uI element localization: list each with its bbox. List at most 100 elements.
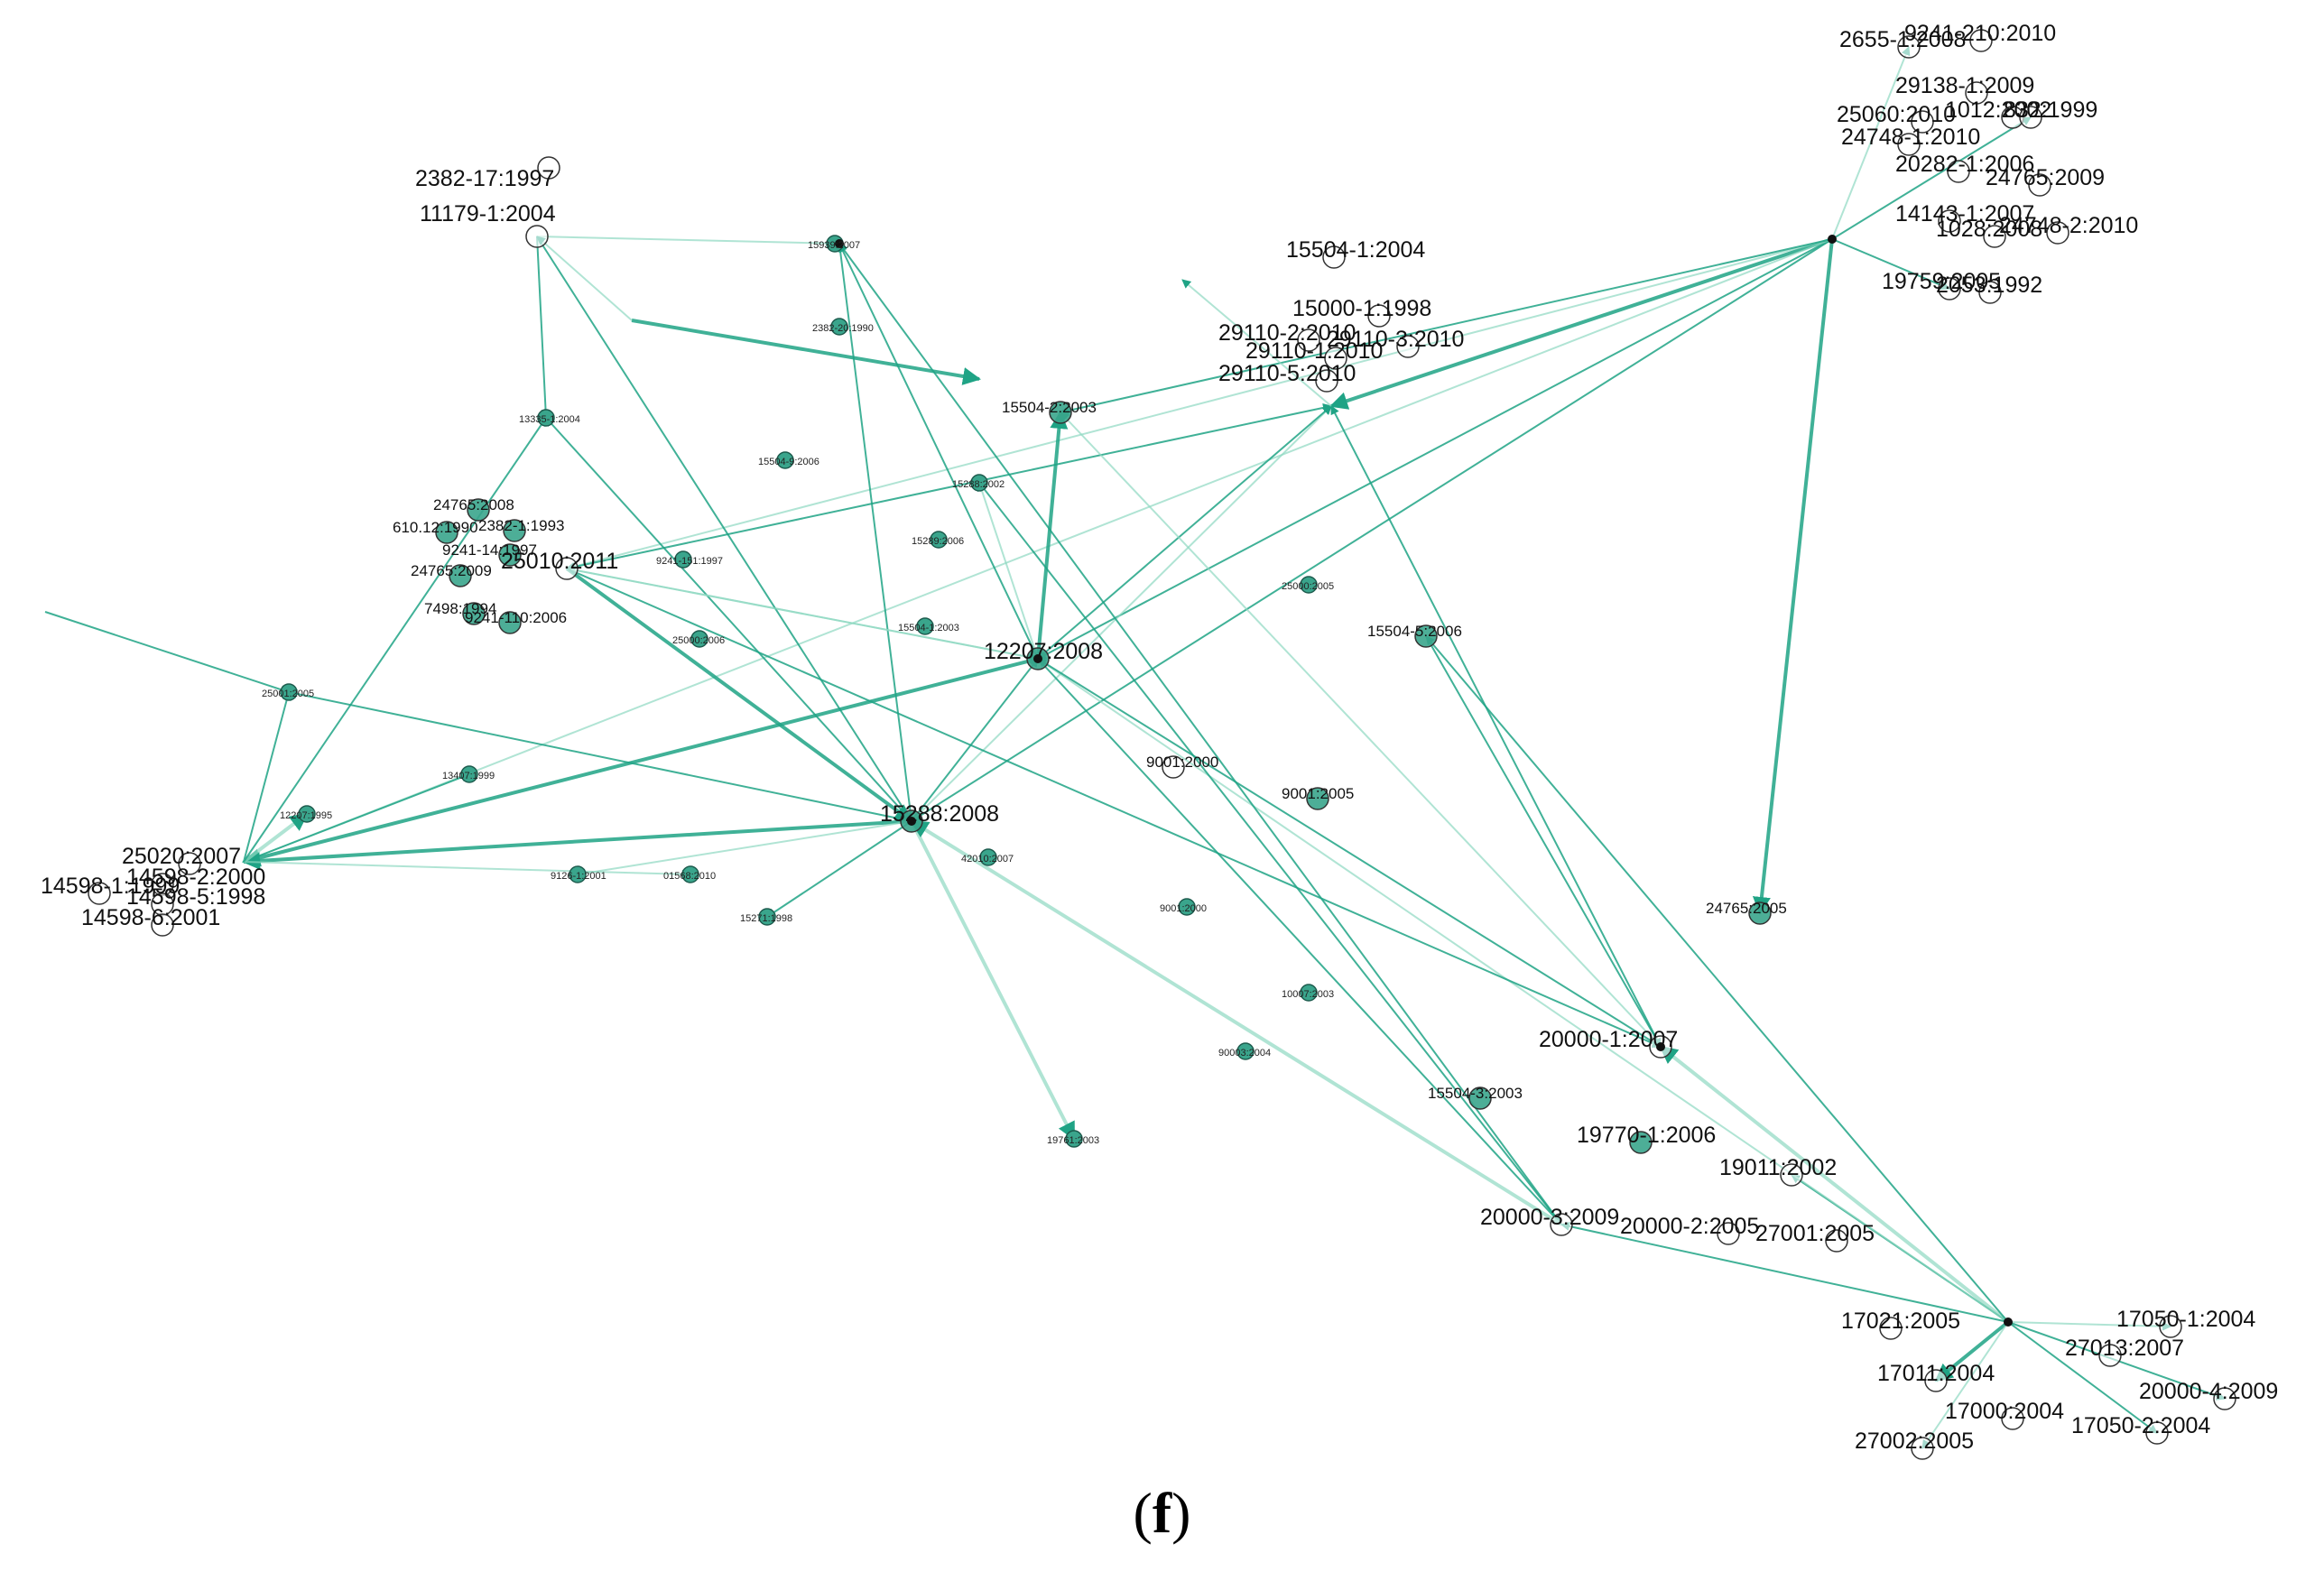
graph-node	[674, 550, 692, 569]
graph-edge	[243, 417, 547, 863]
graph-node	[569, 865, 587, 883]
node-label-small: 42010:2007	[961, 854, 1014, 864]
node-label: 25020:2007	[122, 844, 241, 869]
graph-node	[1315, 369, 1338, 393]
graph-node	[758, 908, 776, 926]
graph-node	[1049, 401, 1072, 424]
node-label: 27002:2005	[1855, 1428, 1974, 1454]
graph-node	[498, 543, 522, 567]
node-label-small: 13407:1999	[442, 771, 495, 781]
hub-node	[2004, 1318, 2013, 1327]
graph-node	[2213, 1387, 2236, 1410]
label-layer: 15288:200225001:200513407:199912207:1995…	[41, 21, 2278, 1454]
graph-node	[1947, 160, 1970, 183]
node-label-small: 12207:1995	[280, 810, 332, 821]
node-label: 2382-17:1997	[415, 166, 554, 191]
hub-node	[835, 239, 844, 248]
hub-node	[1828, 235, 1837, 244]
node-label: 20000-2:2005	[1620, 1214, 1759, 1239]
graph-edge	[536, 236, 840, 248]
graph-node	[2145, 1421, 2169, 1445]
graph-edge	[2007, 1321, 2171, 1331]
graph-node	[1629, 1131, 1653, 1154]
edge-layer	[44, 46, 2226, 1449]
graph-node	[435, 521, 458, 544]
graph-edge	[911, 238, 1833, 822]
graph-node	[555, 557, 579, 580]
node-label: 20000-1:2007	[1539, 1027, 1678, 1052]
graph-node	[776, 451, 794, 469]
node-label-small: 13335-1:2004	[519, 414, 580, 425]
node-label: 19011:2002	[1719, 1155, 1837, 1180]
node-label: 20000-4:2009	[2139, 1379, 2278, 1404]
node-label: 24765:2009	[1986, 165, 2105, 190]
graph-node	[1978, 281, 2002, 304]
node-label-small: 10007:2003	[1282, 989, 1334, 1000]
node-label: 24765:2009	[411, 562, 492, 579]
graph-edge	[243, 772, 470, 863]
graph-node	[1879, 1317, 1903, 1340]
hub-node	[1656, 1042, 1665, 1051]
graph-edge	[566, 238, 1833, 571]
node-label: 14143-1:2007	[1895, 201, 2034, 227]
node-label: 17011:2004	[1877, 1361, 1995, 1386]
graph-edge	[911, 405, 1332, 822]
node-label: 9241-210:2010	[1904, 21, 2056, 46]
graph-node	[467, 498, 490, 522]
graph-node	[2028, 173, 2051, 197]
node-label: 15504-1:2004	[1286, 237, 1425, 263]
node-label: 9241-110:2006	[465, 609, 567, 626]
node-label: 832:1999	[2004, 97, 2097, 123]
graph-node	[498, 611, 522, 634]
node-label: 20282-1:2006	[1895, 152, 2034, 177]
graph-edge	[977, 482, 1039, 660]
graph-edge	[766, 820, 912, 918]
graph-edge	[1921, 1321, 2009, 1449]
node-label: 25010:2011	[501, 549, 618, 574]
graph-node	[1324, 347, 1347, 370]
node-label: 15504-5:2006	[1367, 623, 1462, 640]
graph-edge	[565, 567, 913, 823]
graph-edge	[536, 236, 551, 419]
graph-edge	[1060, 238, 1833, 415]
graph-node	[1367, 304, 1391, 328]
graph-node	[1780, 1163, 1803, 1187]
graph-edge	[2007, 1321, 2158, 1434]
graph-node	[979, 848, 997, 866]
node-label-small: 19761:2003	[1047, 1135, 1099, 1146]
graph-node	[1938, 277, 1961, 300]
graph-node	[1236, 1042, 1255, 1060]
node-label: 14598-2:2000	[126, 864, 265, 890]
node-label: 29110-5:2010	[1218, 361, 1356, 386]
node-label: 14598-6:2001	[81, 905, 220, 930]
node-label: 24748-2:2010	[1999, 213, 2138, 238]
node-label: 27013:2007	[2065, 1336, 2184, 1361]
graph-edge	[1037, 658, 1662, 1048]
graph-edge	[1831, 46, 1911, 240]
graph-node	[449, 564, 472, 587]
node-label: 17050-1:2004	[2116, 1307, 2255, 1332]
node-label: 610.12:1990	[393, 519, 478, 536]
graph-node	[1468, 1086, 1492, 1110]
graph-node	[970, 474, 988, 492]
node-label: 7498:1994	[424, 600, 496, 617]
graph-node	[2001, 1407, 2024, 1430]
graph-node	[1983, 225, 2006, 248]
node-label: 25060:2010	[1837, 102, 1956, 127]
node-label-small: 90003:2004	[1218, 1048, 1271, 1059]
graph-edge	[566, 568, 1039, 662]
graph-edge	[536, 236, 633, 321]
graph-node	[1414, 624, 1438, 648]
graph-node	[1924, 1369, 1948, 1392]
graph-node	[2019, 106, 2042, 129]
graph-edge	[44, 611, 290, 694]
graph-node	[2159, 1315, 2182, 1338]
node-label-small: 2382-20:1990	[812, 323, 874, 334]
graph-node	[178, 852, 201, 875]
node-label: 20000-3:2009	[1480, 1205, 1619, 1230]
graph-node	[1550, 1213, 1573, 1236]
graph-node	[151, 913, 174, 937]
graph-node	[503, 519, 526, 542]
graph-edge	[1036, 411, 1069, 660]
